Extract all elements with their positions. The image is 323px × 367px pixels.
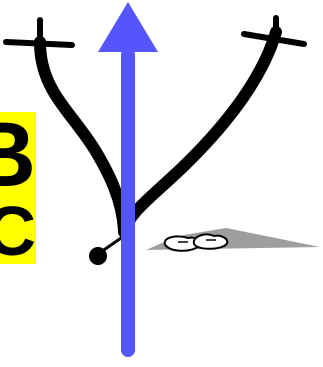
label-c: C [0,198,36,264]
label-c-text: C [0,198,36,264]
label-b: B [0,112,36,198]
label-b-text: B [0,112,36,198]
junction-marker [89,236,124,265]
rocks-icon [146,228,320,251]
